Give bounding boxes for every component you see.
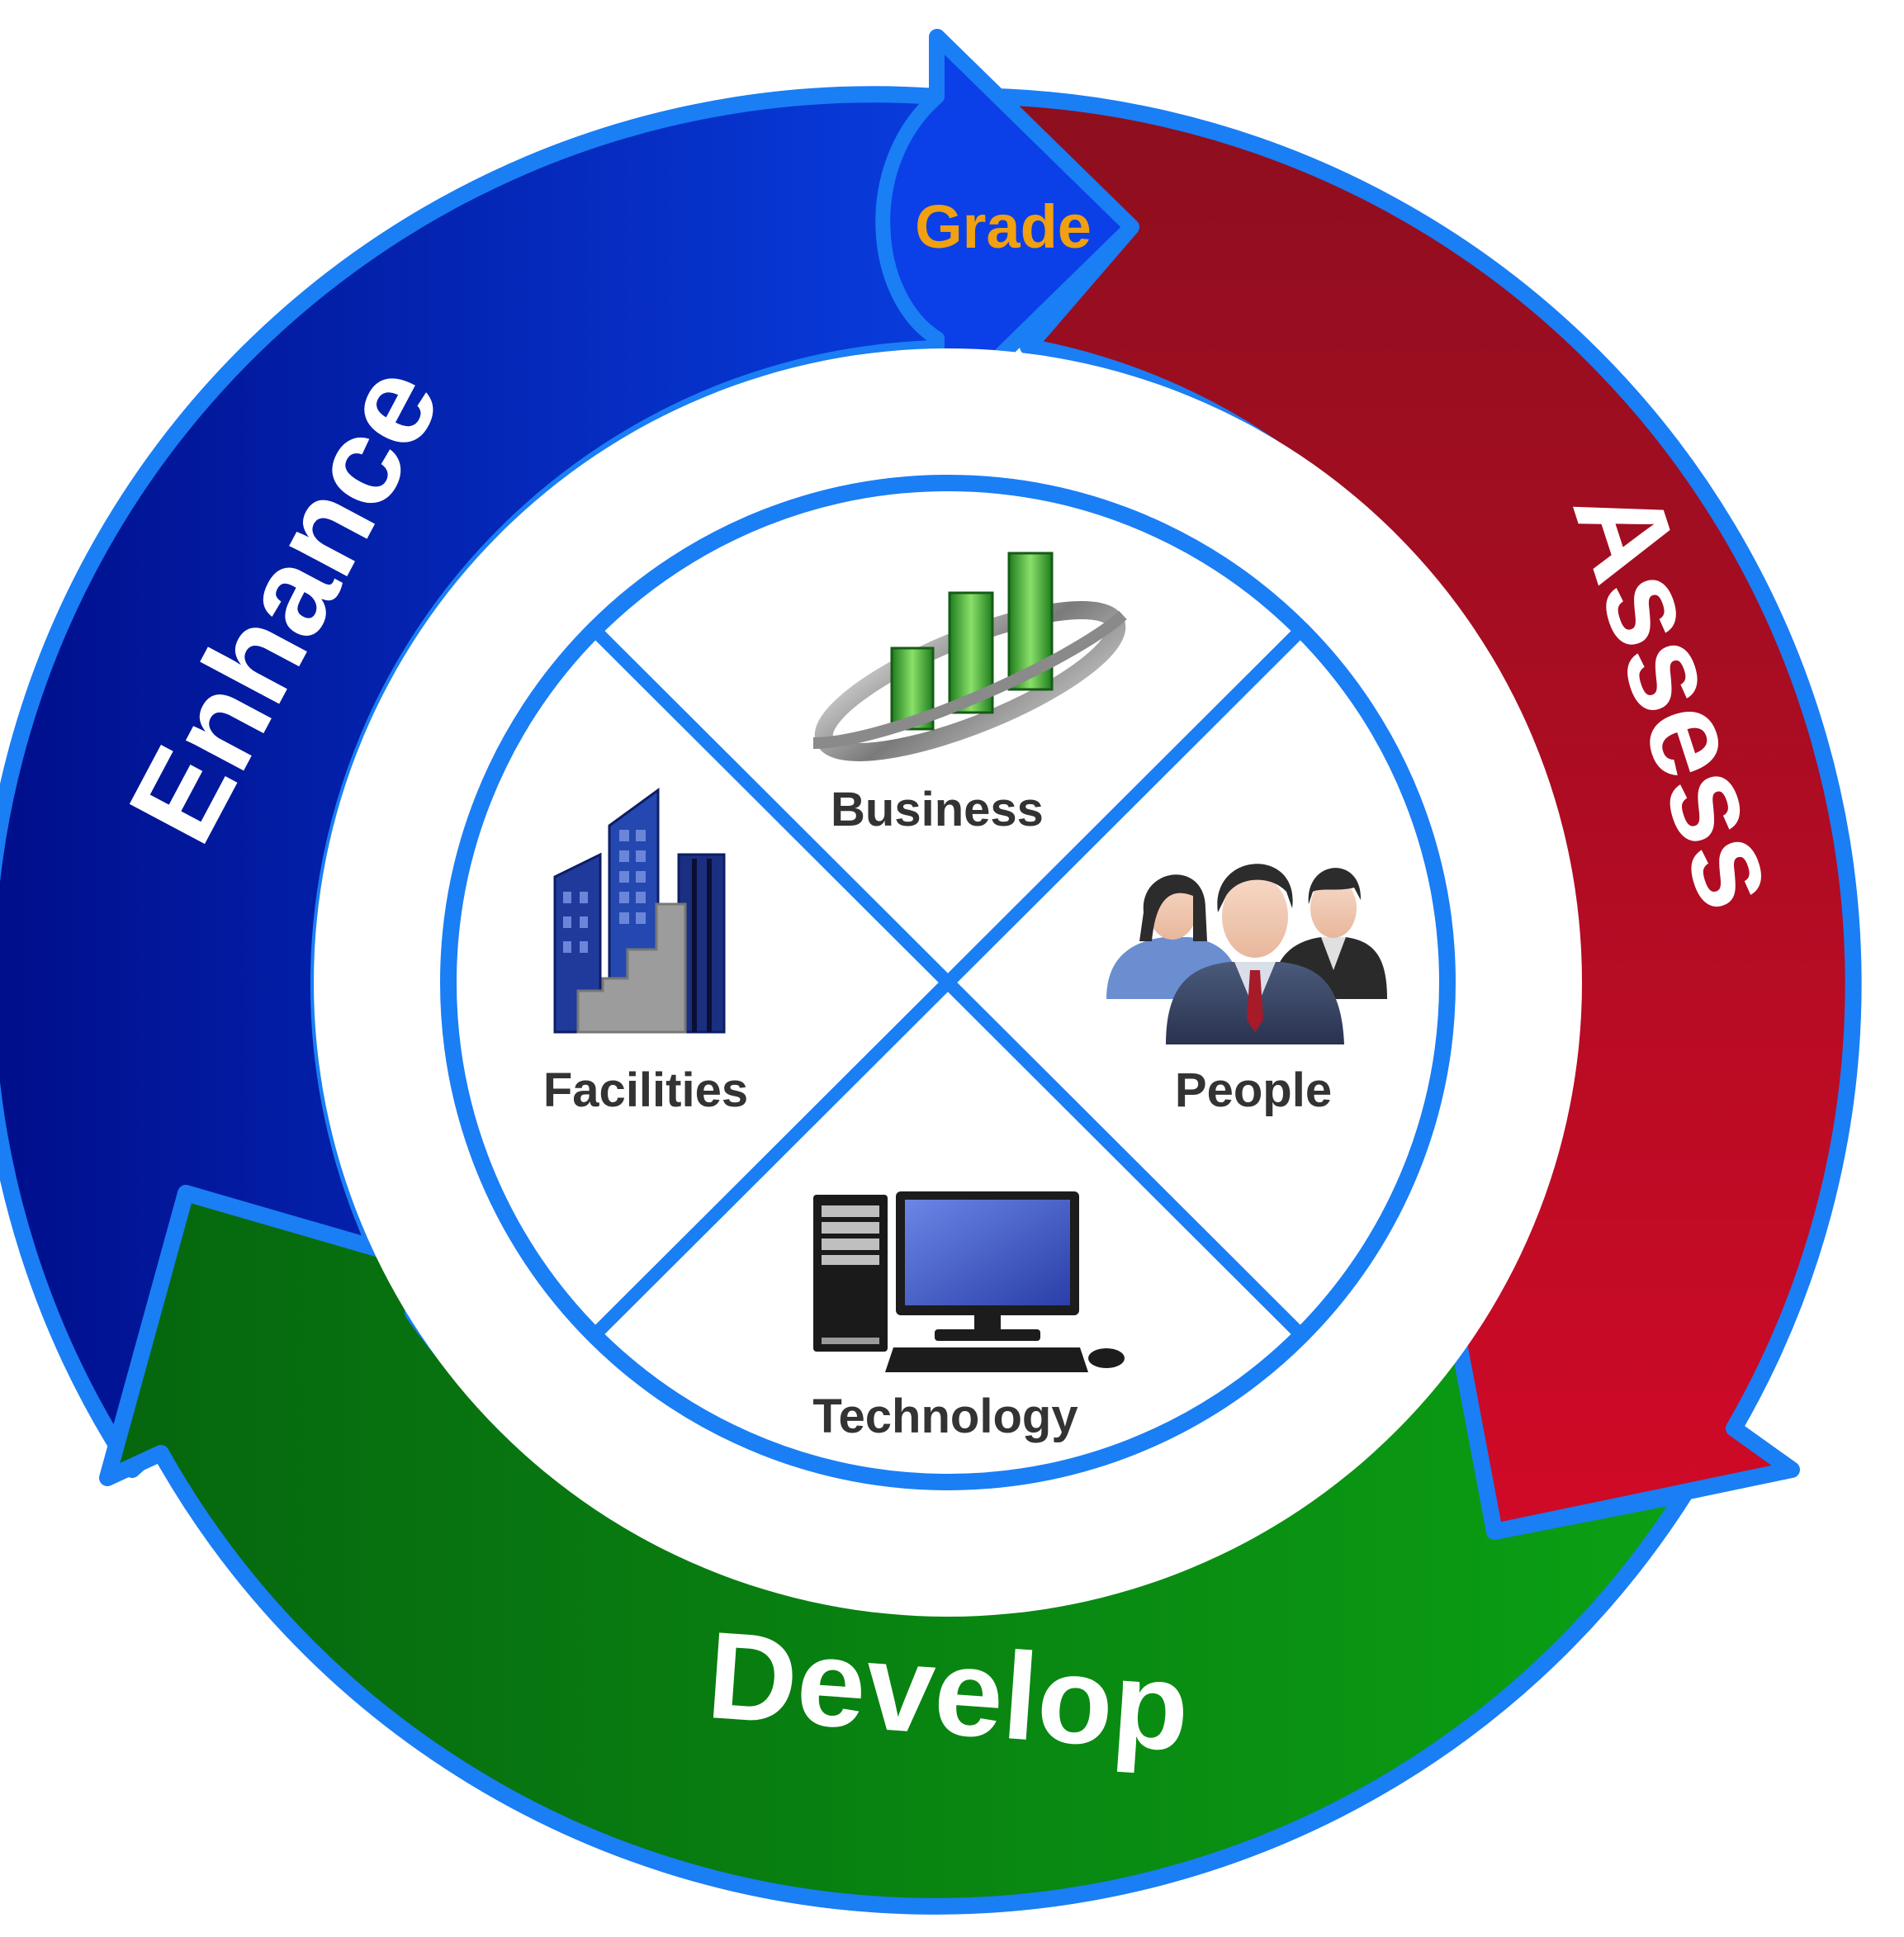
stage-label-develop: Develop <box>703 1605 1194 1777</box>
desktop-computer-icon <box>813 1191 1125 1372</box>
grade-label: Grade <box>915 192 1092 261</box>
quadrant-label-people: People <box>1175 1063 1332 1117</box>
grade-tab: Grade <box>875 30 1139 424</box>
quadrant-label-business: Business <box>831 783 1044 836</box>
bar-chart-growth-icon <box>812 552 1127 761</box>
office-buildings-icon <box>553 788 726 1034</box>
quadrant-label-facilities: Facilities <box>543 1063 748 1117</box>
quadrant-circle <box>440 475 1456 1490</box>
people-group-icon <box>1106 864 1387 1044</box>
quadrant-label-technology: Technology <box>812 1390 1078 1443</box>
